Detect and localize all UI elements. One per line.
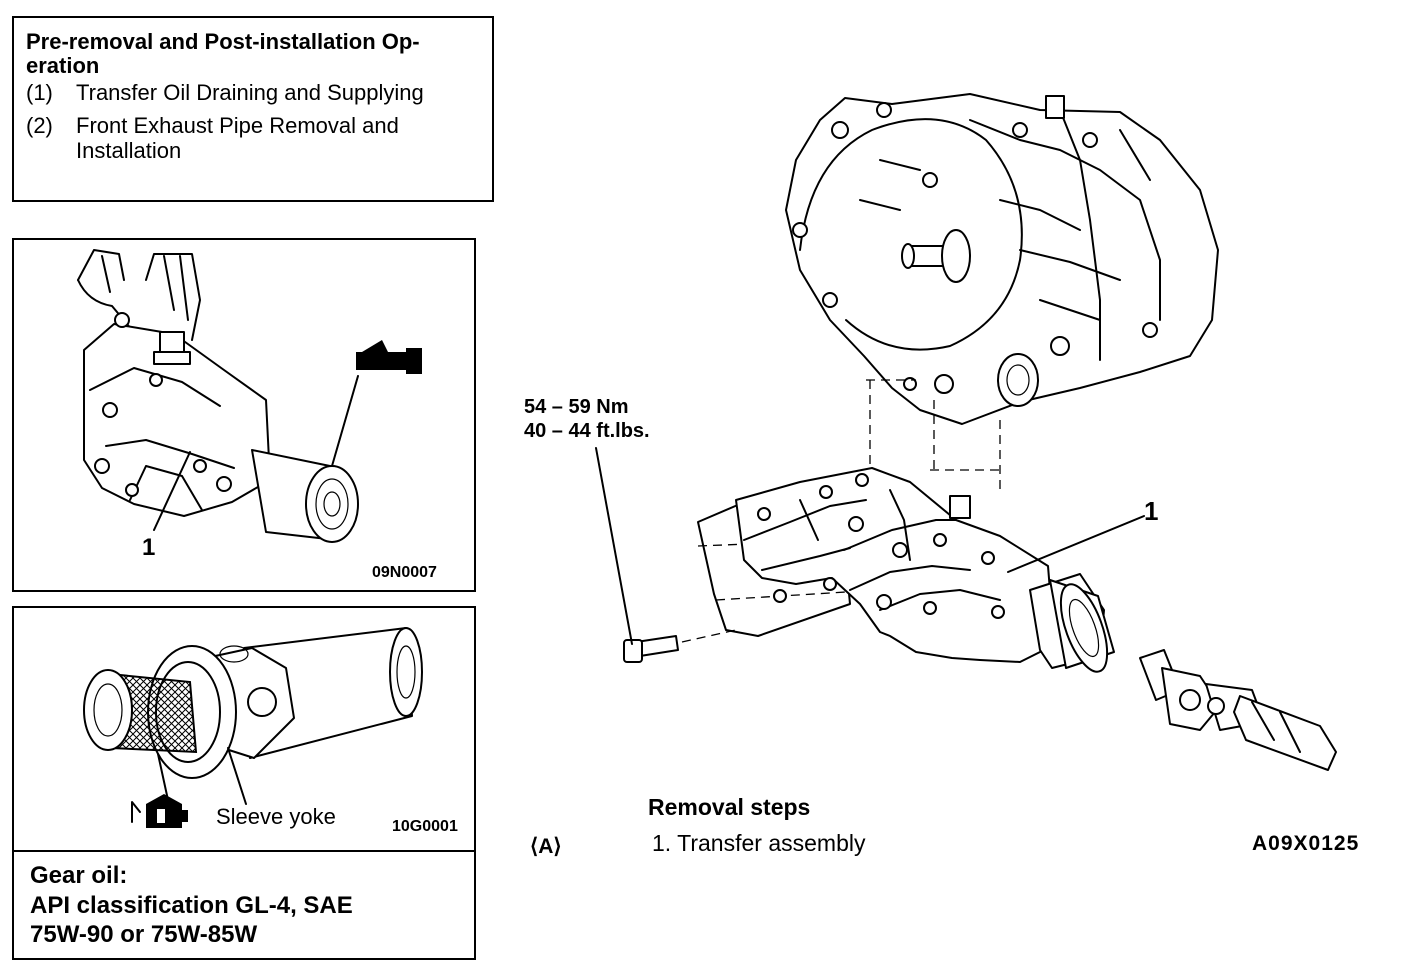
figure-code-a09x0125: A09X0125 xyxy=(1252,832,1360,855)
callout-1-main: 1 xyxy=(1144,496,1159,526)
pre-removal-title-cont: eration xyxy=(26,53,100,78)
removal-marker-a: ⟨A⟩ xyxy=(530,835,562,858)
transfer-assembly-exploded-view xyxy=(500,0,1400,800)
gear-oil-spec: API classification GL-4, SAE xyxy=(30,892,353,919)
op-item-2-text: Front Exhaust Pipe Removal and xyxy=(76,113,399,138)
gear-oil-grades: 75W-90 or 75W-85W xyxy=(30,921,258,948)
removal-steps-heading: Removal steps xyxy=(648,794,811,820)
torque-ftlbs-label: 40 – 44 ft.lbs. xyxy=(524,420,650,442)
sleeve-yoke-label: Sleeve yoke xyxy=(216,804,336,829)
sleeve-yoke-box: Sleeve yoke 10G0001 Gear oil: API classi… xyxy=(12,606,476,960)
op-item-1-number: (1) xyxy=(26,80,53,105)
gear-oil-divider xyxy=(14,850,474,852)
removal-step-1: 1. Transfer assembly xyxy=(652,830,866,856)
op-item-1-text: Transfer Oil Draining and Supplying xyxy=(76,80,424,105)
op-item-2-number: (2) xyxy=(26,113,53,138)
transfer-figure-box: 1 09N0007 xyxy=(12,238,476,592)
pre-removal-box: Pre-removal and Post-installation Op- er… xyxy=(12,16,494,202)
callout-1-small: 1 xyxy=(142,534,156,561)
torque-nm-label: 54 – 59 Nm xyxy=(524,396,629,418)
sleeve-yoke-illustration xyxy=(14,608,474,828)
op-item-2-text-cont: Installation xyxy=(76,138,182,163)
pre-removal-title: Pre-removal and Post-installation Op- xyxy=(26,29,420,54)
figure-code-10g0001: 10G0001 xyxy=(392,818,458,835)
transfer-case-illustration xyxy=(14,240,422,590)
gear-oil-heading: Gear oil: xyxy=(30,862,128,889)
oil-can-icon xyxy=(132,794,188,828)
figure-code-09n0007: 09N0007 xyxy=(372,564,437,581)
